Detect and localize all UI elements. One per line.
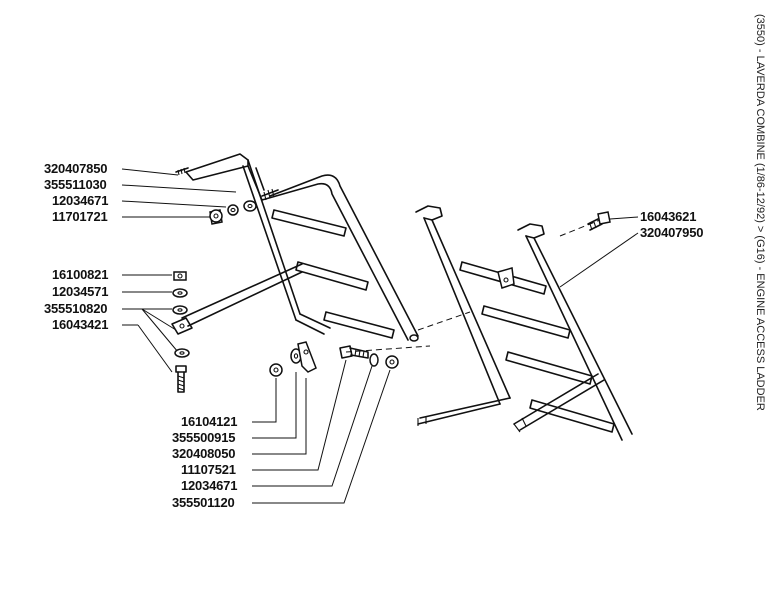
part-label-11701721: 11701721 xyxy=(52,209,108,224)
leader-lines-right xyxy=(559,216,639,288)
part-label-16043621: 16043621 xyxy=(640,209,697,224)
left-hardware xyxy=(172,200,257,393)
left-ladder xyxy=(171,153,419,342)
part-label-320407850: 320407850 xyxy=(44,161,108,176)
diagram-title: (3550) - LAVERDA COMBINE (1/86-12/92) > … xyxy=(754,14,766,411)
part-label-16043421: 16043421 xyxy=(52,317,109,332)
part-label-12034571: 12034571 xyxy=(52,284,109,299)
part-label-355501120: 355501120 xyxy=(172,495,235,510)
part-label-16100821: 16100821 xyxy=(52,267,109,282)
part-label-355500915: 355500915 xyxy=(172,430,236,445)
bolt-dashed-line xyxy=(559,219,601,237)
right-ladder xyxy=(415,205,633,441)
part-label-355510820: 355510820 xyxy=(44,301,108,316)
leader-lines-left xyxy=(121,168,237,373)
part-label-11107521: 11107521 xyxy=(181,462,236,477)
leader-lines-bottom xyxy=(252,359,391,504)
part-label-355511030: 355511030 xyxy=(44,177,107,192)
part-label-320407950: 320407950 xyxy=(640,225,704,240)
part-label-12034671-bottom: 12034671 xyxy=(181,478,238,493)
assembly-dashed-line xyxy=(417,311,471,331)
bottom-hardware xyxy=(269,341,431,377)
part-label-16104121: 16104121 xyxy=(181,414,238,429)
part-label-320408050: 320408050 xyxy=(172,446,236,461)
part-label-12034671-top: 12034671 xyxy=(52,193,109,208)
